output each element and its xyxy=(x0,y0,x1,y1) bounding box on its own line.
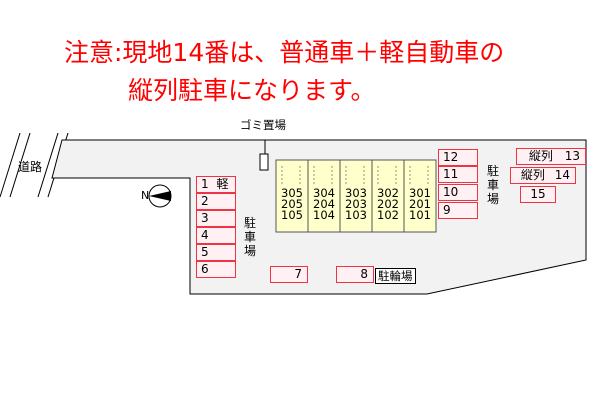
slot-note: 縦列 xyxy=(520,168,545,182)
road-label: 道路 xyxy=(18,160,43,174)
unit-number: 205 xyxy=(281,197,303,211)
slot-number: 5 xyxy=(201,245,209,259)
slot-number: 11 xyxy=(443,167,459,181)
unit-number: 303 xyxy=(345,186,367,200)
unit-column: 304 204 104 xyxy=(309,186,339,222)
parking-label-left: 駐車場 xyxy=(243,216,256,258)
unit-number: 204 xyxy=(313,197,335,211)
unit-number: 304 xyxy=(313,186,335,200)
parking-slot: 1 軽 xyxy=(196,176,236,193)
slot-number: 6 xyxy=(201,262,209,276)
balcony-dashes xyxy=(281,166,429,184)
parking-label-right: 駐車場 xyxy=(486,164,499,206)
unit-number: 105 xyxy=(281,208,303,222)
north-label: N xyxy=(141,189,150,202)
parking-slot: 11 xyxy=(438,166,478,183)
parking-slot: 9 xyxy=(438,202,478,219)
slot-note: 軽 xyxy=(216,177,229,191)
parking-slot: 7 xyxy=(270,266,308,283)
unit-column: 302 202 102 xyxy=(373,186,403,222)
slot-number: 12 xyxy=(443,150,459,164)
unit-number: 103 xyxy=(345,208,367,222)
slot-number: 14 xyxy=(554,168,570,182)
road-edge-line xyxy=(9,132,31,198)
slot-number: 15 xyxy=(530,187,546,201)
apartment-building xyxy=(275,159,437,233)
unit-number: 104 xyxy=(313,208,335,222)
notice-line-1: 注意:現地14番は、普通車＋軽自動車の xyxy=(64,38,505,67)
garbage-station xyxy=(259,153,269,171)
garbage-station-label: ゴミ置場 xyxy=(240,118,286,132)
north-arrow-icon xyxy=(148,184,172,208)
notice-line-2: 縦列駐車になります。 xyxy=(128,76,376,105)
unit-number: 305 xyxy=(281,186,303,200)
unit-number: 203 xyxy=(345,197,367,211)
parking-slot: 4 xyxy=(196,227,236,244)
slot-number: 8 xyxy=(360,267,368,281)
slot-number: 4 xyxy=(201,228,209,242)
parking-slot: 2 xyxy=(196,193,236,210)
parking-slot: 6 xyxy=(196,261,236,278)
unit-number: 201 xyxy=(409,197,431,211)
parking-slot: 5 xyxy=(196,244,236,261)
slot-number: 10 xyxy=(443,185,459,199)
slot-number: 3 xyxy=(201,211,209,225)
slot-note: 縦列 xyxy=(528,149,553,163)
parking-slot: 縦列 13 xyxy=(516,148,586,165)
parking-slot: 縦列 14 xyxy=(510,167,576,184)
unit-number: 102 xyxy=(377,208,399,222)
slot-number: 13 xyxy=(564,149,580,163)
slot-number: 1 xyxy=(201,177,209,191)
unit-column: 301 201 101 xyxy=(405,186,435,222)
unit-column: 303 203 103 xyxy=(341,186,371,222)
unit-dividers xyxy=(307,160,405,232)
slot-number: 2 xyxy=(201,194,209,208)
parking-slot: 12 xyxy=(438,149,478,166)
bicycle-parking-label: 駐輪場 xyxy=(375,268,416,284)
unit-column: 305 205 105 xyxy=(277,186,307,222)
unit-number: 302 xyxy=(377,186,399,200)
parking-slot: 8 xyxy=(336,266,374,283)
slot-number: 9 xyxy=(443,203,451,217)
slot-number: 7 xyxy=(294,267,302,281)
parking-slot: 10 xyxy=(438,184,478,201)
road-edge-line xyxy=(0,132,21,198)
unit-number: 301 xyxy=(409,186,431,200)
unit-number: 202 xyxy=(377,197,399,211)
parking-slot: 3 xyxy=(196,210,236,227)
road-edge-line xyxy=(37,132,59,198)
unit-number: 101 xyxy=(409,208,431,222)
parking-slot: 15 xyxy=(520,186,556,203)
